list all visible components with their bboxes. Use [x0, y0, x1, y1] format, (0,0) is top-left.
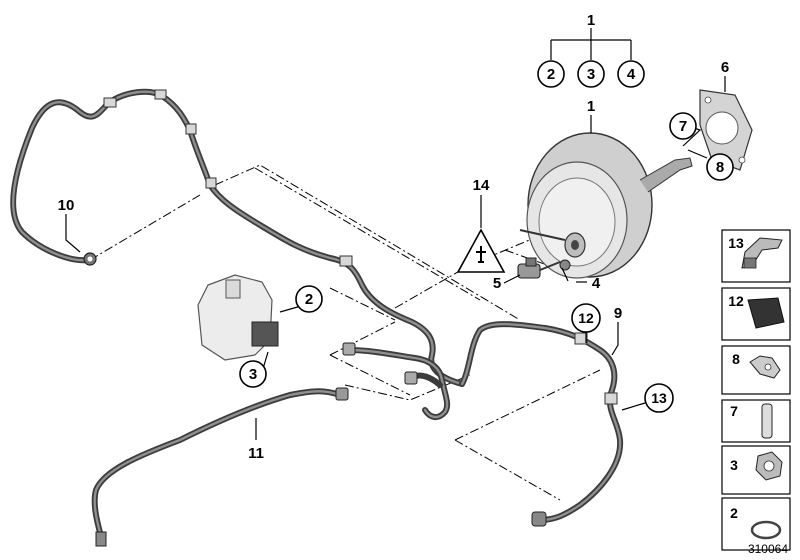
- label-7-bubble: [669, 112, 697, 140]
- hose-clip-13-icon: [741, 237, 783, 269]
- vacuum-hose-9: [459, 321, 624, 527]
- label-9: 9: [614, 305, 622, 322]
- vacuum-sensor: [517, 257, 541, 279]
- label-7: 7: [679, 118, 687, 135]
- panel-label-8: 8: [732, 351, 740, 367]
- label-6: 6: [721, 59, 729, 76]
- panel-label-13: 13: [728, 235, 744, 251]
- brake-booster: [519, 132, 693, 279]
- nut-3-icon: [755, 451, 783, 481]
- label-12-bubble: [571, 303, 601, 333]
- label-8-bubble: [706, 153, 734, 181]
- label-4: 4: [592, 275, 601, 292]
- label-2-bubble: [537, 60, 565, 88]
- clamp-8-icon: [749, 355, 781, 379]
- panel-label-3: 3: [730, 457, 738, 473]
- label-13: 13: [651, 390, 667, 406]
- label-3-bubble-mid: [239, 360, 267, 388]
- direction-arrow-icon: [722, 502, 790, 546]
- pad-12-icon: [747, 297, 785, 329]
- fluid-reservoir: [197, 274, 279, 361]
- panel-label-12: 12: [728, 293, 744, 309]
- label-13-bubble: [644, 383, 674, 413]
- label-11: 11: [248, 445, 264, 462]
- label-3-bubble: [577, 60, 605, 88]
- label-2: 2: [305, 291, 313, 308]
- vacuum-hose-11: [91, 387, 349, 547]
- label-3-top: 3: [587, 66, 595, 83]
- label-12: 12: [578, 310, 594, 326]
- label-5: 5: [493, 275, 501, 292]
- pin-7-icon: [761, 403, 773, 439]
- label-14: 14: [473, 177, 490, 194]
- label-4-bubble: [617, 60, 645, 88]
- document-number: 310064: [748, 542, 788, 556]
- assembly-lines: [89, 164, 601, 501]
- label-10: 10: [58, 197, 75, 214]
- label-2-top: 2: [547, 66, 555, 83]
- vacuum-hose-middle: [342, 342, 451, 420]
- vacuum-hose-10: [10, 88, 465, 387]
- label-3: 3: [249, 366, 257, 383]
- o-ring-2-icon: [750, 520, 782, 540]
- panel-label-7: 7: [730, 403, 738, 419]
- panel-label-2: 2: [730, 505, 738, 521]
- label-4-top: 4: [627, 66, 636, 83]
- label-1-booster: 1: [587, 98, 595, 115]
- label-8: 8: [716, 159, 724, 176]
- gasket-6: [699, 89, 753, 171]
- label-2-bubble-mid: [295, 285, 323, 313]
- label-1-top: 1: [587, 12, 595, 29]
- warning-triangle-icon: [456, 228, 506, 273]
